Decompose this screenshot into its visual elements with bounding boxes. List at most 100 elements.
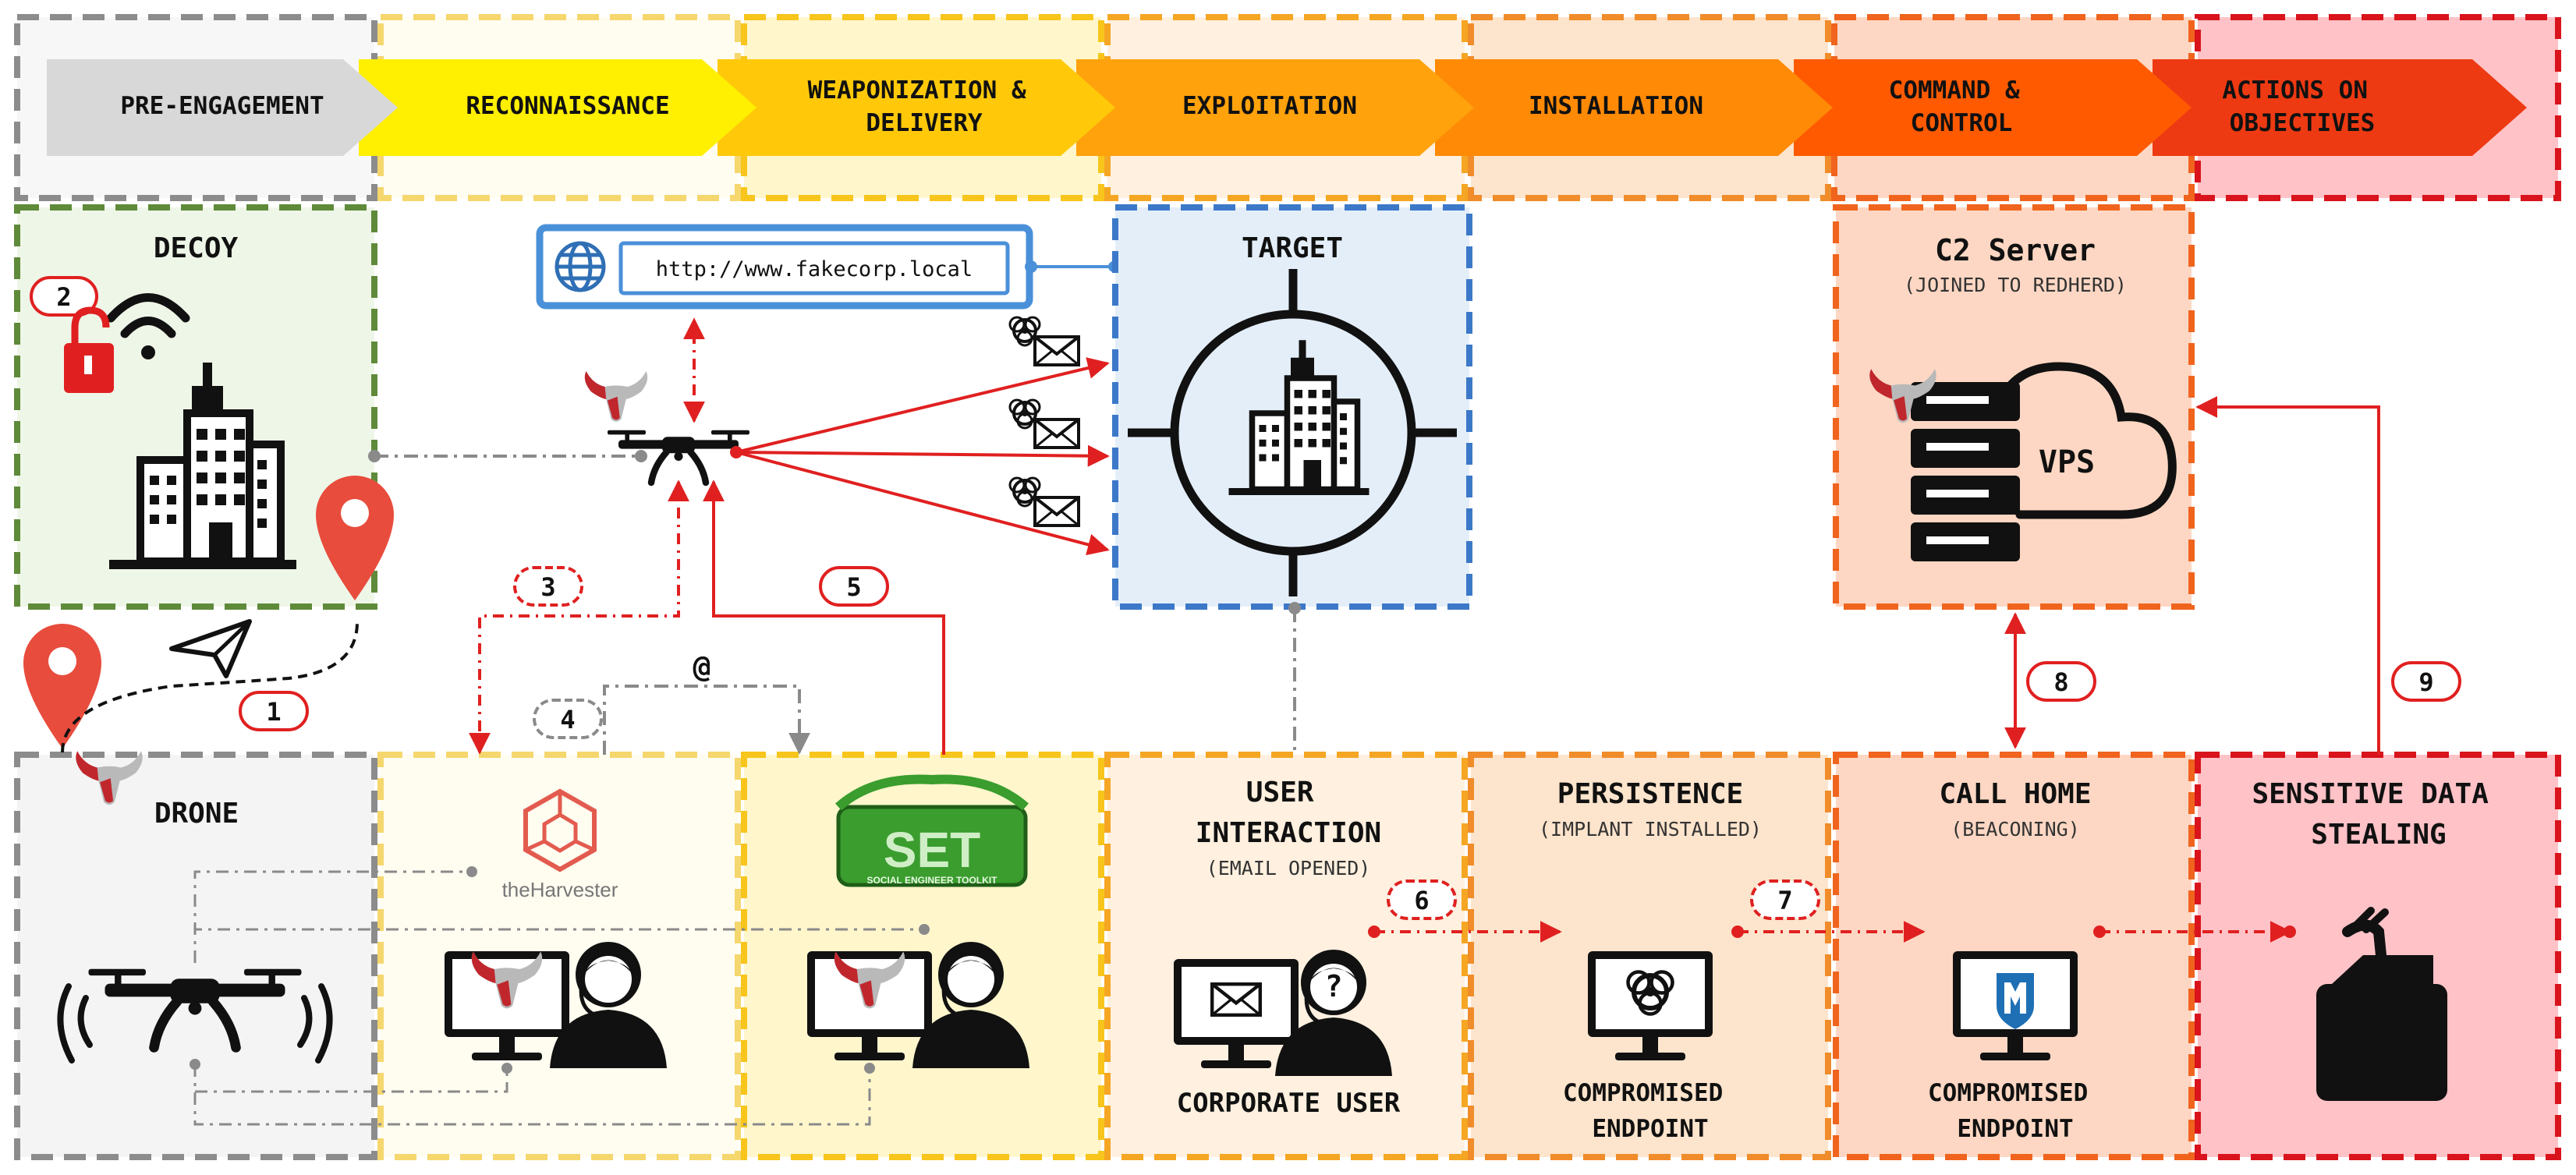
persistence-caption-line2: ENDPOINT xyxy=(1592,1115,1708,1143)
c2-subtitle: (JOINED TO REDHERD) xyxy=(1904,274,2127,296)
step-badge-3: 3 xyxy=(513,566,583,607)
data-theft-folder-icon xyxy=(2316,907,2447,1101)
target-title: TARGET xyxy=(1242,232,1343,264)
set-logo-text: SET xyxy=(884,822,980,878)
call-home-caption: COMPROMISED ENDPOINT xyxy=(1928,1079,2103,1143)
email-at-symbol: @ xyxy=(693,649,711,684)
theharvester-label: theHarvester xyxy=(502,878,618,901)
map-pin-icon xyxy=(23,624,101,749)
phase-label-actions: ACTIONS ON OBJECTIVES xyxy=(2222,76,2382,137)
phase-label-command-control-line1: COMMAND & xyxy=(1889,76,2020,104)
user-interaction-title: USER INTERACTION xyxy=(1196,777,1381,849)
phase-label-installation: INSTALLATION xyxy=(1529,92,1703,120)
phase-label-weaponization-line1: WEAPONIZATION & xyxy=(808,76,1026,104)
wifi-icon xyxy=(106,293,190,359)
step-4-email-path xyxy=(603,685,810,755)
phase-label-actions-line2: OBJECTIVES xyxy=(2230,109,2376,137)
drone-title: DRONE xyxy=(154,798,239,830)
url-bar[interactable]: http://www.fakecorp.local xyxy=(536,224,1037,310)
reconnaissance-box: theHarvester xyxy=(377,752,741,1160)
step-badge-1: 1 xyxy=(239,691,309,731)
phase-label-weaponization: WEAPONIZATION & DELIVERY xyxy=(808,76,1041,137)
corporate-user-caption: CORPORATE USER xyxy=(1177,1088,1401,1119)
phase-arrow-pre-engagement xyxy=(47,59,398,156)
unlocked-padlock-icon xyxy=(64,306,114,393)
step-6-link xyxy=(1368,921,1562,943)
beaconing-workstation-icon xyxy=(1953,951,2078,1060)
step-badge-9: 9 xyxy=(2391,661,2461,702)
server-rack-icon xyxy=(1911,382,2020,561)
sensitive-data-title-line1: SENSITIVE DATA xyxy=(2252,778,2489,810)
attack-drone-icon xyxy=(608,430,749,483)
c2-title: C2 Server xyxy=(1935,233,2096,267)
signal-waves-icon xyxy=(57,983,333,1064)
phase-header: PRE-ENGAGEMENT RECONNAISSANCE WEAPONIZAT… xyxy=(14,14,2561,201)
phase-arrow-weaponization xyxy=(718,59,1115,156)
call-home-caption-line2: ENDPOINT xyxy=(1957,1115,2073,1143)
persistence-caption: COMPROMISED ENDPOINT xyxy=(1563,1079,1738,1143)
set-logo-icon: SET SOCIAL ENGINEER TOOLKIT xyxy=(835,774,1029,887)
step-badge-8: 8 xyxy=(2026,661,2096,702)
attack-drone xyxy=(584,371,749,483)
step-9-exfil-path xyxy=(2195,396,2380,755)
svg-text:1: 1 xyxy=(266,697,281,727)
user-interaction-title-line2: INTERACTION xyxy=(1196,817,1381,849)
svg-text:?: ? xyxy=(1325,969,1343,1003)
phase-label-weaponization-line2: DELIVERY xyxy=(866,109,983,137)
step-badge-7: 7 xyxy=(1750,879,1820,920)
svg-text:9: 9 xyxy=(2418,667,2433,697)
redherd-bull-logo-icon xyxy=(584,371,648,422)
persistence-box: PERSISTENCE (IMPLANT INSTALLED) COMPROMI… xyxy=(1468,752,1831,1160)
malicious-email-icon xyxy=(1033,418,1080,449)
theharvester-logo-icon xyxy=(523,788,597,872)
step-badge-5: 5 xyxy=(819,566,889,607)
weaponization-box: SET SOCIAL ENGINEER TOOLKIT xyxy=(741,752,1104,1160)
url-field[interactable] xyxy=(618,241,1010,296)
phase-label-pre-engagement: PRE-ENGAGEMENT xyxy=(120,92,324,120)
target-box: TARGET xyxy=(1112,204,1472,614)
phase-label-actions-line1: ACTIONS ON xyxy=(2222,76,2368,104)
user-interaction-title-line1: USER xyxy=(1246,777,1314,809)
travel-route-dashed xyxy=(61,619,360,753)
call-home-box: CALL HOME (BEACONING) COMPROMISED ENDPOI… xyxy=(1833,752,2195,1160)
corporate-user-icon: ? xyxy=(1275,950,1392,1076)
user-interaction-subtitle: (EMAIL OPENED) xyxy=(1207,857,1371,879)
step-badge-2: 2 xyxy=(30,276,98,317)
c2-server-box: C2 Server (JOINED TO REDHERD) VPS xyxy=(1833,204,2195,610)
url-text: http://www.fakecorp.local xyxy=(656,257,973,281)
phase-arrow-actions xyxy=(2153,59,2527,156)
malicious-email-icon xyxy=(1033,335,1080,366)
crosshair-icon xyxy=(1128,269,1457,596)
svg-text:8: 8 xyxy=(2053,667,2068,697)
phase-label-command-control: COMMAND & CONTROL xyxy=(1889,76,2035,137)
phase-arrow-command-control xyxy=(1794,59,2192,156)
svg-text:4: 4 xyxy=(560,705,575,734)
persistence-subtitle: (IMPLANT INSTALLED) xyxy=(1539,818,1762,841)
phase-label-command-control-line2: CONTROL xyxy=(1911,109,2013,137)
phase-label-reconnaissance: RECONNAISSANCE xyxy=(466,92,669,120)
step-5-delivery-path xyxy=(703,480,945,755)
phase-label-exploitation: EXPLOITATION xyxy=(1182,92,1357,120)
phase-arrow-reconnaissance xyxy=(359,59,757,156)
exfil-link xyxy=(2093,921,2296,943)
vps-label: VPS xyxy=(2039,444,2095,480)
drone-internal-links xyxy=(193,870,924,1126)
decoy-title: DECOY xyxy=(154,232,239,264)
phase-arrow-exploitation xyxy=(1076,59,1474,156)
map-pin-icon xyxy=(316,476,394,600)
decoy-box: DECOY 2 xyxy=(14,204,394,610)
step-3-recon-path xyxy=(469,480,689,755)
sensitive-data-box: SENSITIVE DATA STEALING xyxy=(2195,752,2561,1160)
malicious-email-icon xyxy=(1033,496,1080,527)
user-interaction-box: USER INTERACTION (EMAIL OPENED) ? CORPOR… xyxy=(1104,752,1468,1160)
sensitive-data-title: SENSITIVE DATA STEALING xyxy=(2252,778,2505,851)
sensitive-data-title-line2: STEALING xyxy=(2311,819,2446,851)
step-badge-6: 6 xyxy=(1387,879,1457,920)
call-home-title: CALL HOME xyxy=(1939,778,2091,810)
globe-icon xyxy=(555,241,606,292)
persistence-title: PERSISTENCE xyxy=(1557,778,1743,810)
paper-plane-icon xyxy=(169,619,252,678)
svg-text:5: 5 xyxy=(846,572,861,602)
step-7-link xyxy=(1731,921,1926,943)
phishing-arrows xyxy=(735,357,1110,556)
